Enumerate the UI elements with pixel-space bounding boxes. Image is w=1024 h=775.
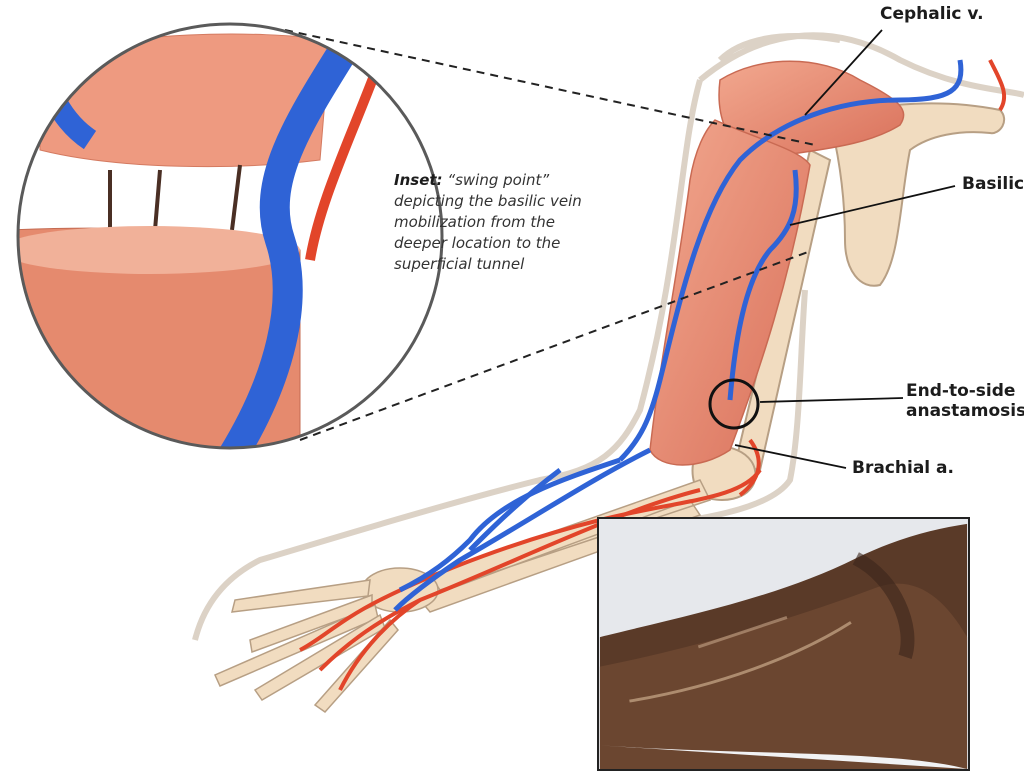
label-anastomosis: End-to-side anastamosis: [906, 381, 1024, 421]
vein-network: [393, 59, 964, 612]
inset-connector-lines: [284, 29, 816, 441]
biceps-muscle: [649, 119, 811, 466]
label-basilic-vein: Basilic: [962, 174, 1024, 194]
artery-network: [299, 59, 1007, 691]
swing-point-inset: [18, 24, 442, 448]
clinical-photo: [597, 517, 970, 771]
inset-caption-title: Inset:: [394, 171, 443, 189]
inset-caption: Inset: “swing point” depicting the basil…: [394, 170, 604, 275]
inset-border: [16, 22, 444, 450]
scapula-bone: [828, 102, 1006, 287]
label-cephalic-vein: Cephalic v.: [880, 4, 984, 24]
clinical-photo-image: [599, 519, 968, 769]
inset-caption-body: “swing point” depicting the basilic vein…: [394, 171, 582, 273]
label-anastomosis-line2: anastamosis: [906, 401, 1024, 421]
arm-skin-outline: [192, 32, 1024, 641]
label-leader-lines: [734, 29, 956, 469]
label-brachial-artery: Brachial a.: [852, 458, 954, 478]
label-anastomosis-line1: End-to-side: [906, 381, 1016, 401]
anastomosis-highlight-circle: [708, 378, 760, 430]
